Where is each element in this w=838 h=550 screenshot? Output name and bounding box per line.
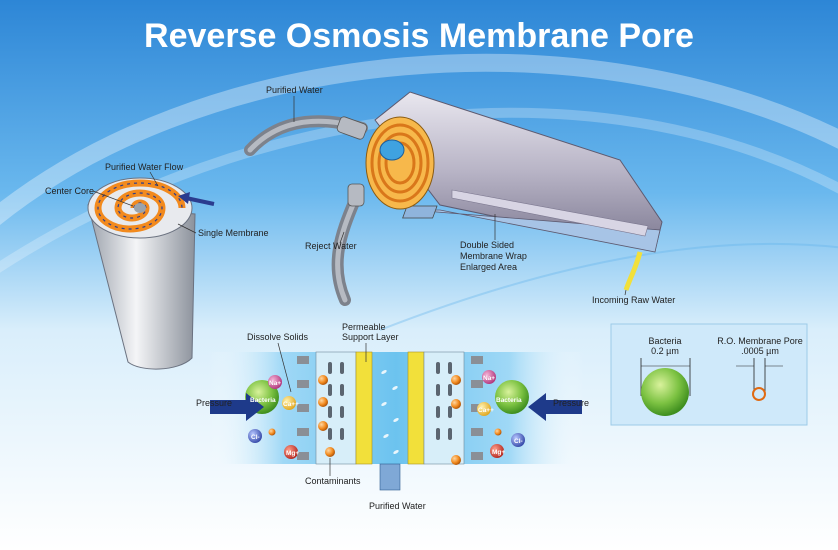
- spiral-labels: Purified Water Flow Center Core Single M…: [45, 162, 269, 238]
- purified-water-outlet: [379, 463, 401, 491]
- bacteria-size-sample: [641, 368, 689, 416]
- label-bacteria-left: Bacteria: [250, 397, 276, 404]
- label-single-membrane: Single Membrane: [198, 228, 269, 238]
- ion-ca-left: [282, 396, 296, 410]
- flow-arrow: [185, 196, 215, 206]
- background-line: [379, 242, 838, 331]
- support-layer-left: [355, 351, 373, 465]
- flow-arrow-head: [178, 192, 190, 204]
- label-bacteria-right: Bacteria: [496, 397, 522, 404]
- label-cl-right: Cl-: [514, 438, 523, 445]
- pressure-arrow-left: [210, 393, 264, 421]
- label-purified-water-flow: Purified Water Flow: [105, 162, 184, 172]
- ion-cl-right: [511, 433, 525, 447]
- label-pore-size: .0005 µm: [741, 346, 779, 356]
- label-double-sided-1: Double Sided: [460, 240, 514, 250]
- label-contaminants: Contaminants: [305, 476, 361, 486]
- label-center-core: Center Core: [45, 186, 94, 196]
- bacteria-right: [495, 380, 529, 414]
- label-mg-right: Mg+: [492, 449, 505, 456]
- label-bacteria: Bacteria: [648, 336, 681, 346]
- label-reject-water: Reject Water: [305, 241, 357, 251]
- label-purified-water-bottom: Purified Water: [369, 501, 426, 511]
- label-pressure-right: Pressure: [553, 398, 589, 408]
- label-bacteria-size: 0.2 µm: [651, 346, 679, 356]
- pore-size-sample: [752, 387, 766, 401]
- label-double-sided-3: Enlarged Area: [460, 262, 517, 272]
- ion-labels: Bacteria Na+ Ca++ Cl- Mg+ Bacteria Na+ C…: [250, 375, 523, 457]
- ion-mg-right: [490, 444, 504, 458]
- enlarged-area-marker: [402, 205, 438, 219]
- spiral-membrane-roll: [87, 177, 215, 370]
- label-purified-water: Purified Water: [266, 85, 323, 95]
- background-swoosh: [0, 53, 838, 226]
- support-layer-right: [407, 351, 425, 465]
- ion-cl-left: [248, 429, 262, 443]
- label-support-layer: Support Layer: [342, 332, 399, 342]
- cross-section-labels: Dissolve Solids Permeable Support Layer …: [196, 322, 589, 511]
- comparison-box: [610, 323, 808, 426]
- label-incoming-raw-water: Incoming Raw Water: [592, 295, 675, 305]
- ro-module: [244, 91, 663, 306]
- label-double-sided-2: Membrane Wrap: [460, 251, 527, 261]
- module-labels: Purified Water Reject Water Double Sided…: [266, 85, 675, 305]
- label-ca-right: Ca++: [478, 407, 494, 414]
- label-dissolve-solids: Dissolve Solids: [247, 332, 309, 342]
- label-na-right: Na+: [483, 375, 495, 382]
- label-ro-membrane-pore: R.O. Membrane Pore: [717, 336, 803, 346]
- ion-ca-right: [477, 402, 491, 416]
- label-mg-left: Mg+: [286, 450, 299, 457]
- label-ca-left: Ca++: [283, 401, 299, 408]
- pressure-arrow-right: [528, 393, 582, 421]
- page-title: Reverse Osmosis Membrane Pore: [144, 17, 694, 55]
- label-pressure-left: Pressure: [196, 398, 232, 408]
- membrane-left: [315, 351, 357, 465]
- ion-na-left: [268, 375, 282, 389]
- label-na-left: Na+: [269, 380, 281, 387]
- membrane-cross-section: [208, 351, 584, 491]
- label-permeable: Permeable: [342, 322, 386, 332]
- size-comparison-panel: Bacteria 0.2 µm R.O. Membrane Pore .0005…: [610, 323, 808, 426]
- ion-mg-left: [284, 445, 298, 459]
- ion-na-right: [482, 370, 496, 384]
- label-cl-left: Cl-: [251, 434, 260, 441]
